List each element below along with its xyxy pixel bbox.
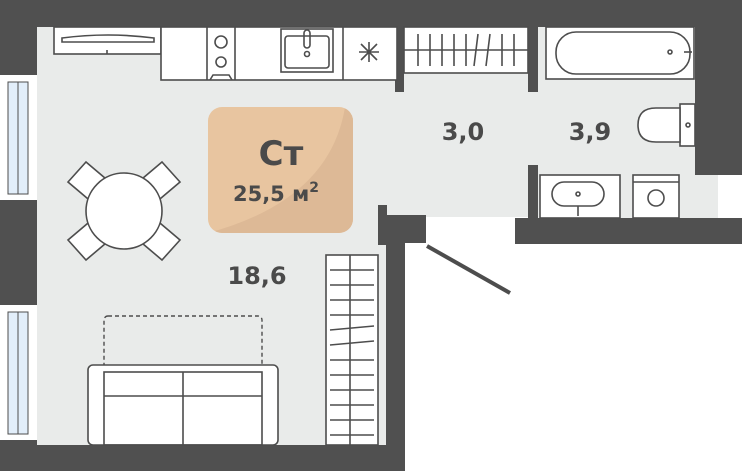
dining-table: [66, 160, 182, 262]
kitchen-counter: [53, 26, 398, 81]
bathroom-sink: [539, 174, 621, 219]
room-wardrobe: [325, 254, 379, 446]
apartment-area: 25,5 м2: [233, 180, 319, 206]
living-area-label: 18,6: [227, 262, 286, 290]
bathroom-area-label: 3,9: [569, 118, 612, 146]
bathtub: [545, 26, 695, 80]
hall-wardrobe: [403, 26, 529, 74]
toilet: [637, 103, 696, 147]
apartment-badge: Ст 25,5 м2: [208, 107, 353, 233]
window-bottom: [0, 305, 37, 440]
apartment-type: Ст: [259, 134, 304, 174]
hall-area-label: 3,0: [442, 118, 485, 146]
window-top: [0, 75, 37, 200]
washing-machine: [632, 174, 680, 219]
entrance-door: [426, 244, 511, 295]
sofa: [87, 364, 279, 446]
